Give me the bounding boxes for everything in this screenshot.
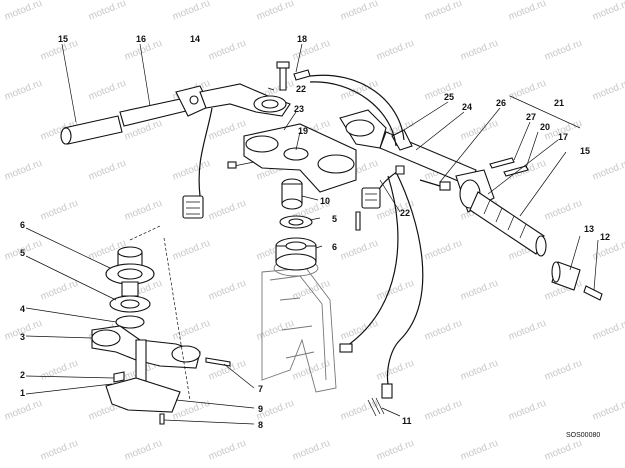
right-handlebar-assembly — [339, 109, 603, 301]
callout-6-left: 6 — [20, 220, 25, 230]
callout-15-right: 15 — [580, 146, 590, 156]
leader-lines — [25, 43, 599, 425]
callouts: 15 16 14 18 22 23 19 10 5 6 22 25 24 26 … — [20, 34, 610, 430]
watermark-text: motod.ru — [207, 38, 248, 63]
watermark-text: motod.ru — [87, 158, 128, 183]
watermark-text: motod.ru — [459, 38, 500, 63]
watermark-text: motod.ru — [3, 398, 44, 423]
watermark-text: motod.ru — [375, 358, 416, 383]
watermark-text: motod.ru — [171, 0, 212, 23]
callout-9: 9 — [258, 404, 263, 414]
watermark-text: motod.ru — [291, 438, 332, 463]
watermark-text: motod.ru — [39, 278, 80, 303]
watermark-text: motod.ru — [591, 78, 625, 103]
center-bearing-stack — [275, 178, 317, 271]
callout-1: 1 — [20, 388, 25, 398]
callout-17: 17 — [558, 132, 568, 142]
callout-11: 11 — [402, 416, 412, 426]
watermark-text: motod.ru — [255, 0, 296, 23]
callout-14: 14 — [190, 34, 200, 44]
watermark-text: motod.ru — [207, 278, 248, 303]
watermark-text: motod.ru — [3, 78, 44, 103]
left-handlebar-assembly — [60, 83, 291, 145]
callout-7: 7 — [258, 384, 263, 394]
watermark-text: motod.ru — [591, 398, 625, 423]
watermark-text: motod.ru — [123, 198, 164, 223]
callout-13: 13 — [584, 224, 594, 234]
watermark-text: motod.ru — [423, 0, 464, 23]
watermark-text: motod.ru — [39, 198, 80, 223]
callout-27: 27 — [526, 112, 536, 122]
callout-8: 8 — [258, 420, 263, 430]
callout-16: 16 — [136, 34, 146, 44]
watermark-text: motod.ru — [207, 198, 248, 223]
watermark-text: motod.ru — [507, 0, 548, 23]
watermark-text: motod.ru — [543, 358, 584, 383]
callout-12: 12 — [600, 232, 610, 242]
watermark-text: motod.ru — [459, 278, 500, 303]
watermark-text: motod.ru — [39, 438, 80, 463]
watermark-text: motod.ru — [459, 358, 500, 383]
callout-20: 20 — [540, 122, 550, 132]
watermark-text: motod.ru — [507, 318, 548, 343]
watermark-text: motod.ru — [171, 158, 212, 183]
callout-22-right: 22 — [400, 208, 410, 218]
bottom-yoke-stack — [91, 225, 231, 425]
watermark-text: motod.ru — [255, 318, 296, 343]
watermark-text: motod.ru — [3, 0, 44, 23]
watermark-text: motod.ru — [375, 278, 416, 303]
fasteners-top — [276, 61, 405, 231]
watermark-text: motod.ru — [459, 438, 500, 463]
callout-5-center: 5 — [332, 214, 337, 224]
watermark-text: motod.ru — [171, 238, 212, 263]
watermark-text: motod.ru — [591, 0, 625, 23]
watermark-text: motod.ru — [543, 438, 584, 463]
watermark-text: motod.ru — [339, 318, 380, 343]
watermark-text: motod.ru — [375, 38, 416, 63]
watermark-text: motod.ru — [87, 78, 128, 103]
watermark-text: motod.ru — [543, 38, 584, 63]
watermark-text: motod.ru — [171, 318, 212, 343]
callout-18: 18 — [297, 34, 307, 44]
callout-19: 19 — [298, 126, 308, 136]
callout-25: 25 — [444, 92, 454, 102]
callout-24: 24 — [462, 102, 472, 112]
diagram-code: SOS00080 — [566, 432, 600, 439]
watermark-text: motod.ru — [3, 158, 44, 183]
watermark-text: motod.ru — [543, 198, 584, 223]
watermark-text: motod.ru — [507, 398, 548, 423]
left-switch-wiring — [182, 107, 213, 219]
callout-21: 21 — [554, 98, 564, 108]
watermark-text: motod.ru — [423, 398, 464, 423]
callout-3: 3 — [20, 332, 25, 342]
callout-22-top: 22 — [296, 84, 306, 94]
watermark-text: motod.ru — [123, 438, 164, 463]
callout-15-left: 15 — [58, 34, 68, 44]
throttle-cables — [309, 74, 451, 417]
watermark-text: motod.ru — [39, 358, 80, 383]
watermark-text: motod.ru — [459, 118, 500, 143]
watermark-text: motod.ru — [423, 318, 464, 343]
callout-5-left: 5 — [20, 248, 25, 258]
watermark-text: motod.ru — [507, 78, 548, 103]
callout-26: 26 — [496, 98, 506, 108]
watermark-text: motod.ru — [207, 118, 248, 143]
watermark-text: motod.ru — [423, 238, 464, 263]
watermark-text: motod.ru — [591, 318, 625, 343]
callout-6-center: 6 — [332, 242, 337, 252]
watermark-text: motod.ru — [339, 0, 380, 23]
top-yoke — [227, 123, 357, 193]
callout-4: 4 — [20, 304, 25, 314]
watermark-text: motod.ru — [87, 0, 128, 23]
callout-2: 2 — [20, 370, 25, 380]
watermark-text: motod.ru — [375, 438, 416, 463]
watermark-text: motod.ru — [339, 238, 380, 263]
callout-23: 23 — [294, 104, 304, 114]
watermark-text: motod.ru — [591, 158, 625, 183]
callout-10: 10 — [320, 196, 330, 206]
watermark-text: motod.ru — [207, 438, 248, 463]
